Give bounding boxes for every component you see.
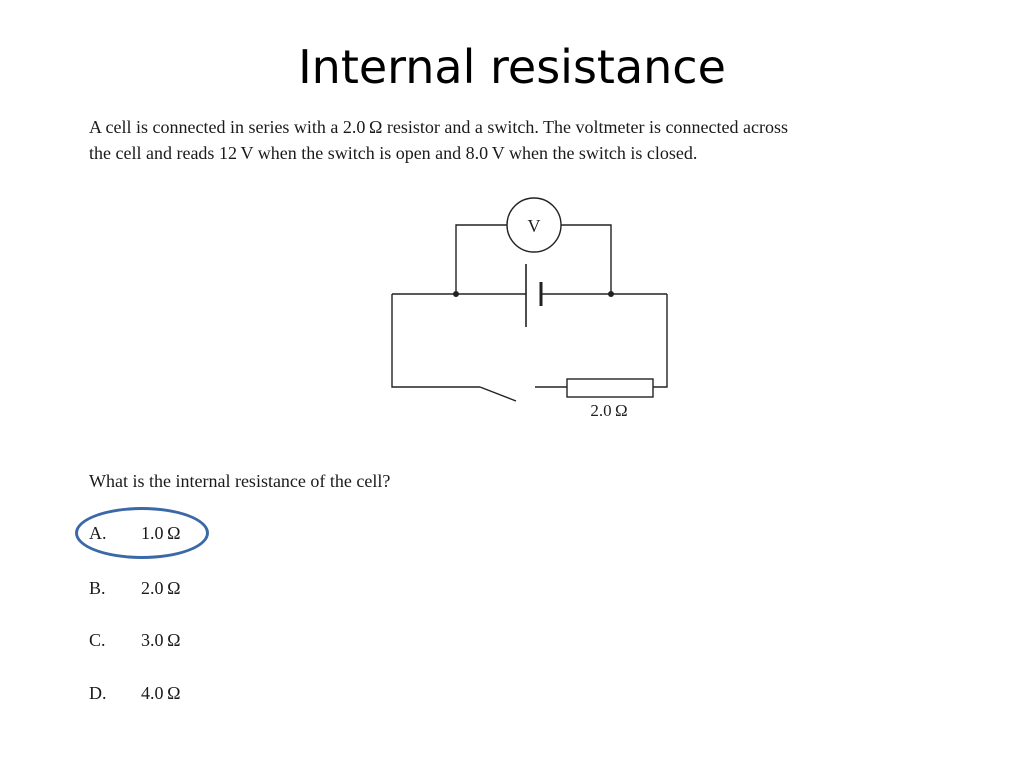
circuit-diagram: V 2.0 Ω	[391, 197, 668, 420]
voltmeter-wire-right	[561, 224, 612, 294]
loop-right-wire	[653, 294, 668, 388]
resistor-label: 2.0 Ω	[590, 401, 627, 420]
question-text: A cell is connected in series with a 2.0…	[89, 114, 989, 166]
question-prompt: What is the internal resistance of the c…	[89, 471, 391, 491]
option-value: 4.0 Ω	[141, 683, 181, 703]
voltmeter-wire-left	[455, 224, 507, 294]
voltmeter-symbol	[506, 197, 562, 253]
question-line-2: the cell and reads 12 V when the switch …	[89, 143, 698, 163]
switch-lever	[479, 386, 517, 402]
question-line-1: A cell is connected in series with a 2.0…	[89, 117, 788, 137]
slide-title: Internal resistance	[298, 40, 726, 94]
option-c[interactable]: C. 3.0 Ω	[89, 627, 180, 653]
option-letter: C.	[89, 630, 106, 650]
option-value: 2.0 Ω	[141, 578, 181, 598]
option-letter: B.	[89, 578, 106, 598]
option-d[interactable]: D. 4.0 Ω	[89, 680, 180, 706]
voltmeter-label: V	[528, 216, 541, 236]
resistor-symbol	[566, 378, 654, 398]
selected-answer-ring	[75, 507, 209, 559]
loop-left-wire	[391, 294, 480, 388]
junction-right	[608, 291, 614, 297]
option-b[interactable]: B. 2.0 Ω	[89, 575, 180, 601]
option-letter: D.	[89, 683, 107, 703]
junction-left	[453, 291, 459, 297]
option-value: 3.0 Ω	[141, 630, 181, 650]
